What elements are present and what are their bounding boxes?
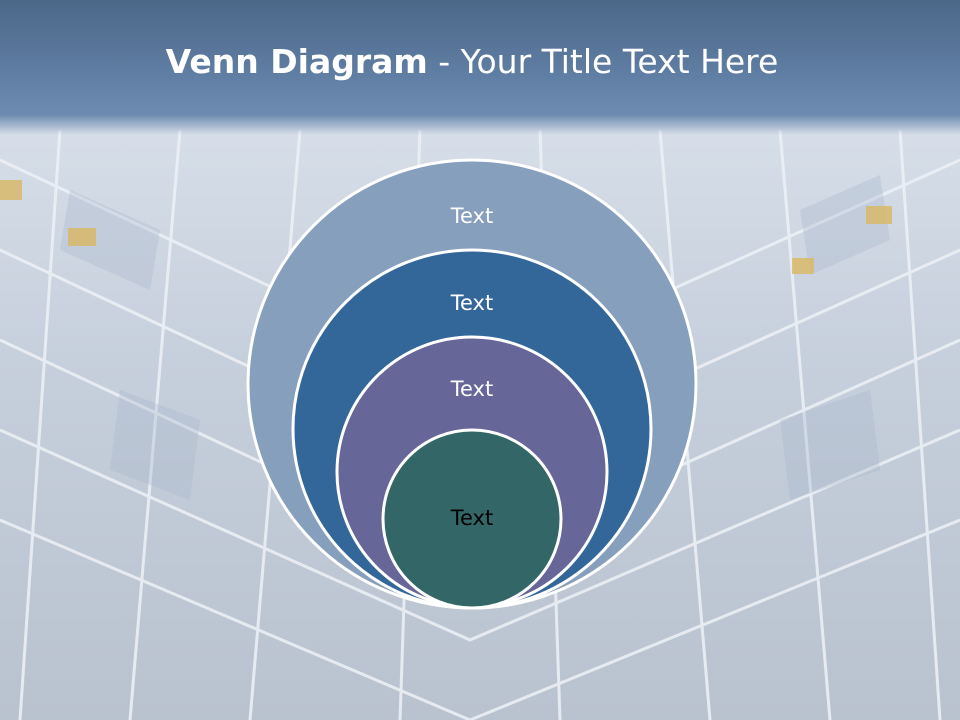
ring-2-label: Text [450, 291, 493, 315]
title-bar [0, 0, 960, 135]
ring-4-label: Text [450, 506, 493, 530]
slide-title-bold: Venn Diagram [165, 42, 428, 81]
ring-3-label: Text [450, 377, 493, 401]
ring-1-label: Text [450, 204, 493, 228]
slide-title-rest: - Your Title Text Here [427, 42, 779, 81]
ring-4 [381, 428, 563, 610]
slide-title: Venn Diagram - Your Title Text Here [0, 40, 944, 84]
